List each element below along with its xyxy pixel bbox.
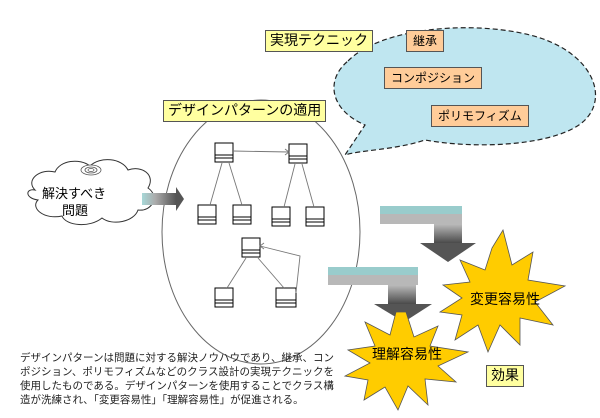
uml-relations: [209, 148, 315, 294]
starburst-change: [438, 228, 567, 354]
uml-class-c: [197, 204, 217, 225]
uml-class-b: [288, 143, 308, 164]
description-text: デザインパターンは問題に対する解決ノウハウであり、継承、コンポジション、ポリモフ…: [20, 352, 334, 406]
technique-composition: コンポジション: [384, 67, 483, 89]
uml-class-e: [271, 206, 291, 227]
technique-inheritance: 継承: [406, 30, 445, 52]
effect-label: 効果: [486, 365, 524, 387]
effect-arrow-lower: [328, 267, 432, 322]
uml-class-a: [214, 142, 234, 163]
effect-understand-ease: 理解容易性: [372, 347, 442, 363]
uml-class-f: [305, 206, 325, 227]
uml-class-i: [275, 287, 297, 308]
pattern-title: デザインパターンの適用: [163, 100, 327, 122]
speech-bubble: [333, 27, 597, 157]
problem-to-pattern-arrow: [142, 187, 184, 211]
starburst-understand: [343, 311, 470, 411]
effect-change-ease: 変更容易性: [470, 292, 540, 308]
problem-cloud: [27, 159, 155, 225]
uml-class-diagram: [197, 142, 325, 308]
pattern-ellipse: [161, 99, 361, 365]
uml-class-d: [232, 204, 252, 225]
uml-class-h: [214, 287, 234, 308]
problem-line1: 解決すべき: [42, 187, 107, 202]
uml-class-g: [241, 237, 261, 258]
technique-title: 実現テクニック: [265, 30, 373, 52]
technique-polymorphism: ポリモフィズム: [431, 105, 529, 127]
problem-line2: 問題: [62, 204, 89, 219]
effect-arrow-upper: [380, 206, 476, 262]
